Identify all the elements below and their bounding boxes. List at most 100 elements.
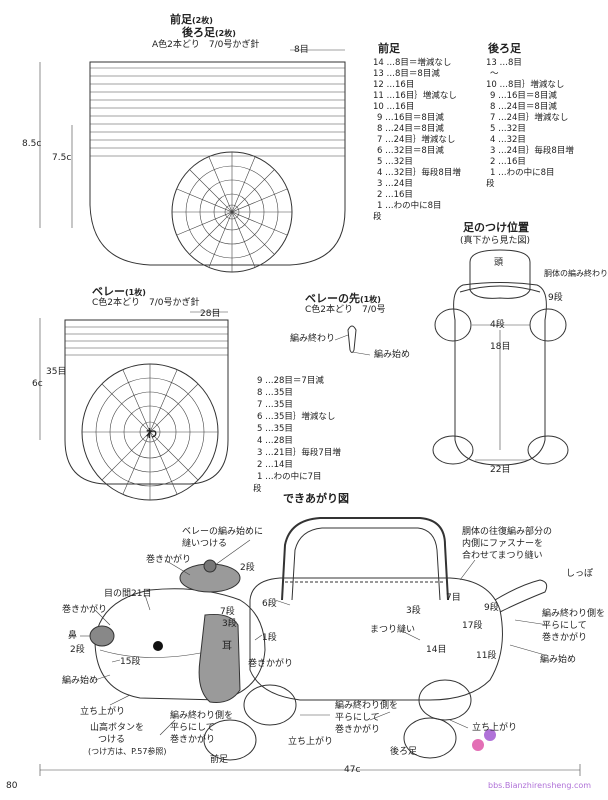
label-zipper-2: 内側にファスナーを	[462, 539, 544, 549]
leg-position-4: 4段	[490, 320, 505, 330]
leg-position-body-join: 胴体の編み終わり	[544, 269, 608, 278]
label-14-stitches: 14目	[426, 645, 447, 655]
front-leg-row-5: 5 …32目	[377, 157, 413, 167]
label-nose: 鼻	[68, 631, 78, 641]
label-button-1: 山高ボタンを	[90, 723, 145, 733]
leg-position-subtitle: (真下から見た図)	[460, 236, 531, 246]
beret-tip-yarn: C色2本どり 7/0号	[305, 305, 386, 315]
label-3-rows-b: 3段	[406, 606, 421, 616]
beret-chart	[39, 311, 229, 501]
front-leg-row-13: 13 …8目＝8目減	[373, 69, 440, 79]
leg-position-9: 9段	[548, 293, 563, 303]
label-2-rows-b: 2段	[70, 645, 85, 655]
beret-title: ベレー(1枚)	[92, 285, 146, 298]
beret-top-count: 28目	[200, 309, 221, 319]
front-leg-row-7: 7 …24目｝増減なし	[377, 135, 456, 145]
label-7-rows: 7段	[220, 607, 235, 617]
label-tail: しっぽ	[566, 569, 594, 579]
beret-row-2: 2 …14目	[257, 460, 293, 470]
beret-yarn: C色2本どり 7/0号かぎ針	[92, 298, 200, 308]
back-leg-row-9: 9 …16目＝8目減	[490, 91, 557, 101]
front-leg-row-8: 8 …24目＝8目減	[377, 124, 444, 134]
front-leg-row-10: 10 …16目	[373, 102, 415, 112]
beret-height: 6c	[32, 379, 43, 389]
beret-row-9: 9 …28目＝7目減	[257, 376, 324, 386]
label-flatten-3b: 平らにして	[542, 621, 587, 631]
legs-height-inner: 7.5c	[52, 153, 72, 163]
legs-top-count: 8目	[294, 45, 309, 55]
back-leg-row-3: 3 …24目｝毎段8目増	[490, 146, 574, 156]
watermark-url: bbs.Bianzhirensheng.com	[488, 781, 592, 790]
label-button-2: つける	[98, 735, 126, 745]
beret-row-5: 5 …35目	[257, 424, 293, 434]
beret-row-8: 8 …35目	[257, 388, 293, 398]
label-ear: 耳	[222, 641, 232, 652]
back-leg-row-7: 7 …24目｝増減なし	[490, 113, 569, 123]
beret-tip-title: ベレーの先(1枚)	[305, 292, 381, 305]
label-stand-up-3: 立ち上がり	[472, 723, 518, 733]
front-leg-row-4: 4 …32目｝毎段8目増	[377, 168, 461, 178]
front-leg-row-label: 段	[373, 212, 382, 222]
back-leg-row-5: 5 …32目	[490, 124, 526, 134]
label-front-leg: 前足	[210, 755, 229, 765]
label-flatten-2c: 巻きかがり	[335, 725, 381, 735]
finished-dog	[39, 517, 581, 776]
beret-center: わ	[146, 427, 157, 440]
page-number: 80	[6, 781, 18, 791]
label-1-row: 1段	[262, 633, 277, 643]
legs-title-1: 前足(2枚)	[170, 13, 213, 26]
leg-chart	[39, 49, 346, 273]
front-leg-row-3: 3 …24目	[377, 179, 413, 189]
finished-title: できあがり図	[283, 492, 349, 505]
label-7-stitches: 7目	[446, 593, 461, 603]
beret-note-1: ベレーの編み始めに	[182, 527, 264, 537]
front-leg-row-11: 11 …16目｝増減なし	[373, 91, 457, 101]
beret-row-1: 1 …わの中に7目	[257, 472, 322, 482]
label-button-3: (つけ方は、P.57参照)	[88, 747, 167, 756]
front-leg-row-9: 9 …16目＝8目減	[377, 113, 444, 123]
front-leg-row-12: 12 …16目	[373, 80, 415, 90]
label-2-rows-a: 2段	[240, 563, 255, 573]
front-leg-row-2: 2 …16目	[377, 190, 413, 200]
beret-tip-start: 編み始め	[374, 350, 411, 360]
label-back-leg: 後ろ足	[390, 747, 418, 757]
back-leg-row-8: 8 …24目＝8目減	[490, 102, 557, 112]
leg-position-22: 22目	[490, 465, 511, 475]
label-17-rows: 17段	[462, 621, 483, 631]
leg-position-diagram	[432, 249, 569, 466]
back-leg-row-10: 10 …8目｝増減なし	[486, 80, 565, 90]
beret-side-count: 35目	[46, 367, 67, 377]
label-flatten-1a: 編み終わり側を	[170, 711, 234, 721]
back-leg-table-title: 後ろ足	[488, 42, 521, 55]
back-leg-row-1: 1 …わの中に8目	[490, 168, 555, 178]
label-15-rows: 15段	[120, 657, 141, 667]
beret-row-label: 段	[253, 484, 262, 494]
leg-position-head: 頭	[494, 258, 504, 268]
front-leg-table-title: 前足	[378, 42, 400, 55]
label-zipper-3: 合わせてまつり縫い	[462, 551, 543, 561]
label-stand-up-1: 立ち上がり	[80, 707, 126, 717]
back-leg-row-4: 4 …32目	[490, 135, 526, 145]
front-leg-row-1: 1 …わの中に8目	[377, 201, 442, 211]
label-width: 47c	[344, 765, 361, 775]
label-flatten-1b: 平らにして	[170, 723, 215, 733]
back-leg-row-2: 2 …16目	[490, 157, 526, 167]
leg-position-title: 足のつけ位置	[463, 221, 529, 234]
leg-position-18: 18目	[490, 342, 511, 352]
beret-tip-diagram	[334, 325, 371, 356]
front-leg-row-6: 6 …32目＝8目減	[377, 146, 444, 156]
site-logo	[472, 729, 496, 751]
beret-row-7: 7 …35目	[257, 400, 293, 410]
label-11-rows: 11段	[476, 651, 497, 661]
label-eye-gap: 目の間21目	[104, 589, 152, 599]
label-zipper-1: 胴体の往復編み部分の	[462, 527, 553, 537]
back-leg-row-tilde: 〜	[490, 69, 499, 79]
label-9-rows: 9段	[484, 603, 499, 613]
label-flatten-3c: 巻きかがり	[542, 633, 588, 643]
label-flatten-3a: 編み終わり側を	[542, 609, 606, 619]
beret-note-2: 縫いつける	[182, 539, 228, 549]
beret-row-6: 6 …35目｝増減なし	[257, 412, 336, 422]
label-stand-up-2: 立ち上がり	[288, 737, 334, 747]
beret-row-3: 3 …21目｝毎段7目増	[257, 448, 341, 458]
